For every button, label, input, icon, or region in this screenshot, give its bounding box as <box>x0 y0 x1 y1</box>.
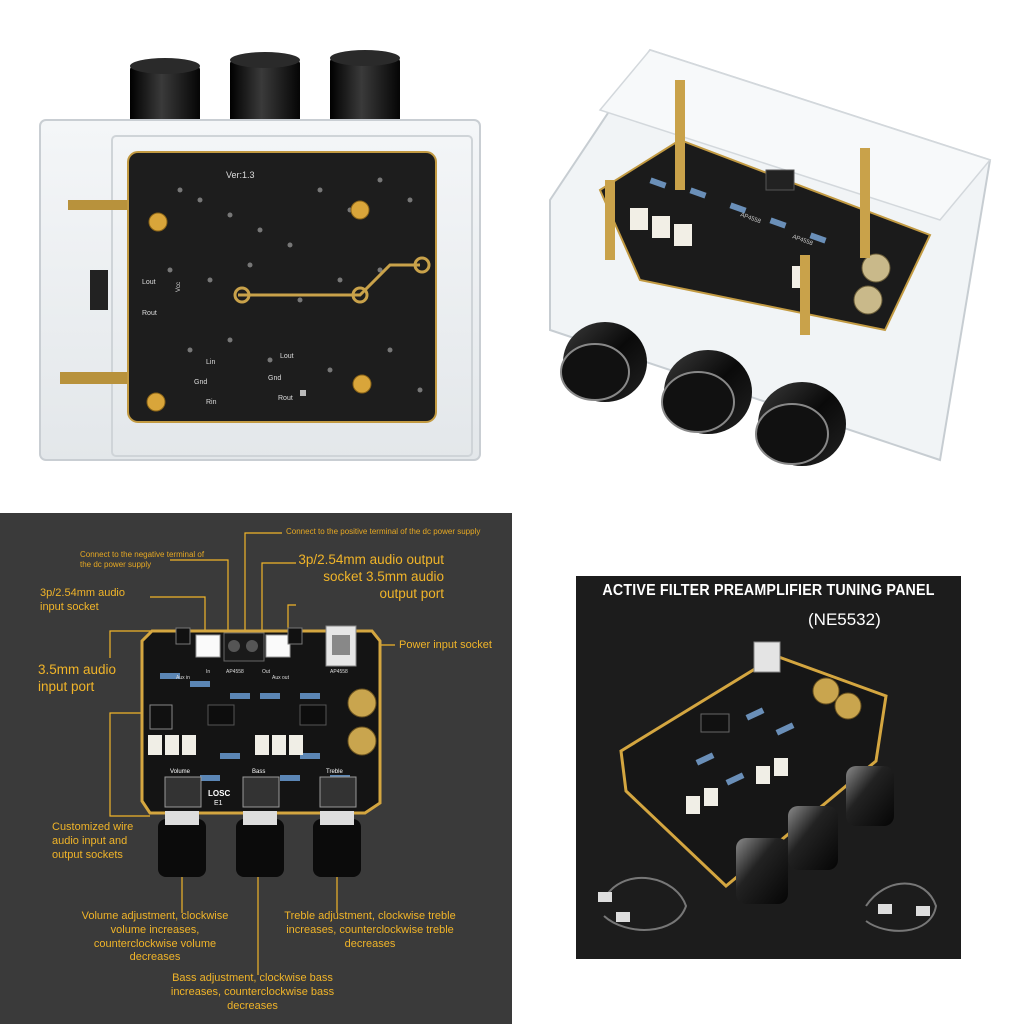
pcb-back <box>127 151 437 423</box>
case-front-illustration: AP4558 AP4558 <box>549 48 992 466</box>
label-output-socket: 3p/2.54mm audio output socket 3.5mm audi… <box>298 552 444 601</box>
silk-rout-2: Rout <box>278 395 293 402</box>
knobs <box>560 322 846 466</box>
silk-aux-in: Aux in <box>176 675 190 681</box>
label-dc-positive: Connect to the positive terminal of the … <box>286 527 481 536</box>
label-treble-adjustment: Treble adjustment, clockwise treble incr… <box>284 910 456 950</box>
label-power-input: Power input socket <box>399 639 492 651</box>
silk-model: E1 <box>214 800 223 807</box>
silk-treble: Treble <box>326 769 343 775</box>
silk-rin: Rin <box>206 399 217 406</box>
board-version: Ver:1.3 <box>226 170 255 180</box>
product-knobs <box>736 766 894 904</box>
silk-vcc: Vcc <box>176 282 182 292</box>
pcb-diagram: Volume Bass Treble LOSC E1 AP4558 AP4558… <box>109 532 395 975</box>
silk-chip-1: AP4558 <box>226 669 244 675</box>
label-input-port: 3.5mm audio input port <box>38 662 117 694</box>
silk-bass: Bass <box>252 769 265 775</box>
label-dc-negative: Connect to the negative terminal of the … <box>80 550 205 569</box>
product-subtitle: (NE5532) <box>808 610 881 629</box>
silk-brand: LOSC <box>208 789 230 798</box>
silk-volume: Volume <box>170 769 191 775</box>
silk-rout: Rout <box>142 310 157 317</box>
silk-lin: Lin <box>206 359 215 366</box>
label-bass-adjustment: Bass adjustment, clockwise bass increase… <box>170 972 335 1012</box>
silk-out: Out <box>262 669 271 675</box>
silk-chip-2: AP4558 <box>330 669 348 675</box>
silk-lout: Lout <box>142 279 156 286</box>
diagram-knobs <box>158 811 361 877</box>
silk-lout-2: Lout <box>280 353 294 360</box>
product-title: ACTIVE FILTER PREAMPLIFIER TUNING PANEL <box>602 582 935 599</box>
case-back-illustration: Ver:1.3 Lout Rout Lin Gnd Rin Lout Gnd R… <box>39 50 481 461</box>
silk-gnd-1: Gnd <box>194 379 207 386</box>
silk-aux-out: Aux out <box>272 675 290 681</box>
label-custom-wire: Customized wire audio input and output s… <box>52 821 134 861</box>
product-cables <box>603 877 938 932</box>
label-volume-adjustment: Volume adjustment, clockwise volume incr… <box>81 910 229 964</box>
product-illustration <box>598 641 938 932</box>
pcb-board <box>140 629 382 815</box>
label-input-socket: 3p/2.54mm audio input socket <box>40 587 125 613</box>
leader-lines <box>109 532 395 975</box>
annotated-diagram: Volume Bass Treble LOSC E1 AP4558 AP4558… <box>0 513 512 1024</box>
silk-in: In <box>206 669 210 675</box>
photo-case-back: Ver:1.3 Lout Rout Lin Gnd Rin Lout Gnd R… <box>30 40 500 480</box>
silk-gnd-2: Gnd <box>268 375 281 382</box>
photo-case-front: AP4558 AP4558 <box>530 30 1000 480</box>
product-hero: ACTIVE FILTER PREAMPLIFIER TUNING PANEL … <box>576 576 961 959</box>
